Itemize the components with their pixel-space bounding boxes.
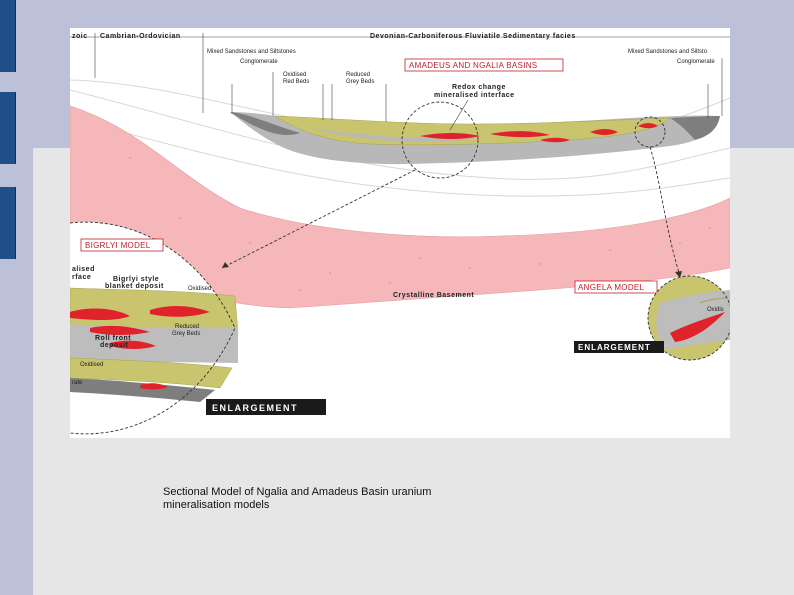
facies-conglomerate-right: Conglomerate [677,59,715,65]
facies-oxidised: Oxidised [283,72,306,78]
bigrlyi-oxidised-lower: Oxidised [80,362,103,368]
angela-enlargement [647,275,730,361]
slide-caption: Sectional Model of Ngalia and Amadeus Ba… [163,486,432,511]
dark-grey-channel [230,112,300,136]
facies-reduced: Reduced [346,72,370,78]
side-accent-bar-1 [0,0,16,72]
angela-oxidised: Oxidis [707,307,724,313]
bigrlyi-enlargement-label: ENLARGEMENT [212,403,298,413]
bigrlyi-style-line2: blanket deposit [105,283,164,290]
crystalline-basement [70,105,730,309]
angela-enlargement-label: ENLARGEMENT [578,343,651,352]
bigrlyi-roll-line1: Roll front [95,335,131,342]
basin-title: AMADEUS AND NGALIA BASINS [409,61,537,70]
facies-mixed-left: Mixed Sandstones and Siltstones [207,49,296,55]
bigrlyi-interface-line1: alised [72,266,95,273]
bigrlyi-enlargement [70,221,239,435]
bigrlyi-reduced-line1: Reduced [175,324,199,330]
basin-cross-section-diagram: zoic Cambrian-Ordovician Devonian-Carbon… [70,28,730,438]
basement-label: Crystalline Basement [393,292,474,299]
facies-red-beds: Red Beds [283,79,309,85]
redox-label-line2: mineralised interface [434,92,515,99]
facies-mixed-right: Mixed Sandstones and Siltsto [628,49,708,55]
bigrlyi-reduced-line2: Grey Beds [172,331,200,337]
side-accent-bar-2 [0,92,16,164]
period-label-devonian: Devonian-Carboniferous Fluviatile Sedime… [370,33,576,40]
bigrlyi-roll-line2: deposit [100,342,129,349]
redox-label-line1: Redox change [452,84,506,91]
bigrlyi-style-line1: Bigrlyi style [113,276,159,283]
facies-grey-beds: Grey Beds [346,79,374,85]
period-label-left-cut: zoic [72,33,88,40]
bigrlyi-interface-line2: rface [72,274,91,281]
bigrlyi-title: BIGRLYI MODEL [85,241,151,250]
period-label-cambrian: Cambrian-Ordovician [100,33,181,40]
angela-title: ANGELA MODEL [578,283,645,292]
bigrlyi-oxidised: Oxidised [188,286,211,292]
facies-conglomerate-left: Conglomerate [240,59,278,65]
bigrlyi-rate: rate [72,380,83,386]
side-accent-bar-3 [0,187,16,259]
